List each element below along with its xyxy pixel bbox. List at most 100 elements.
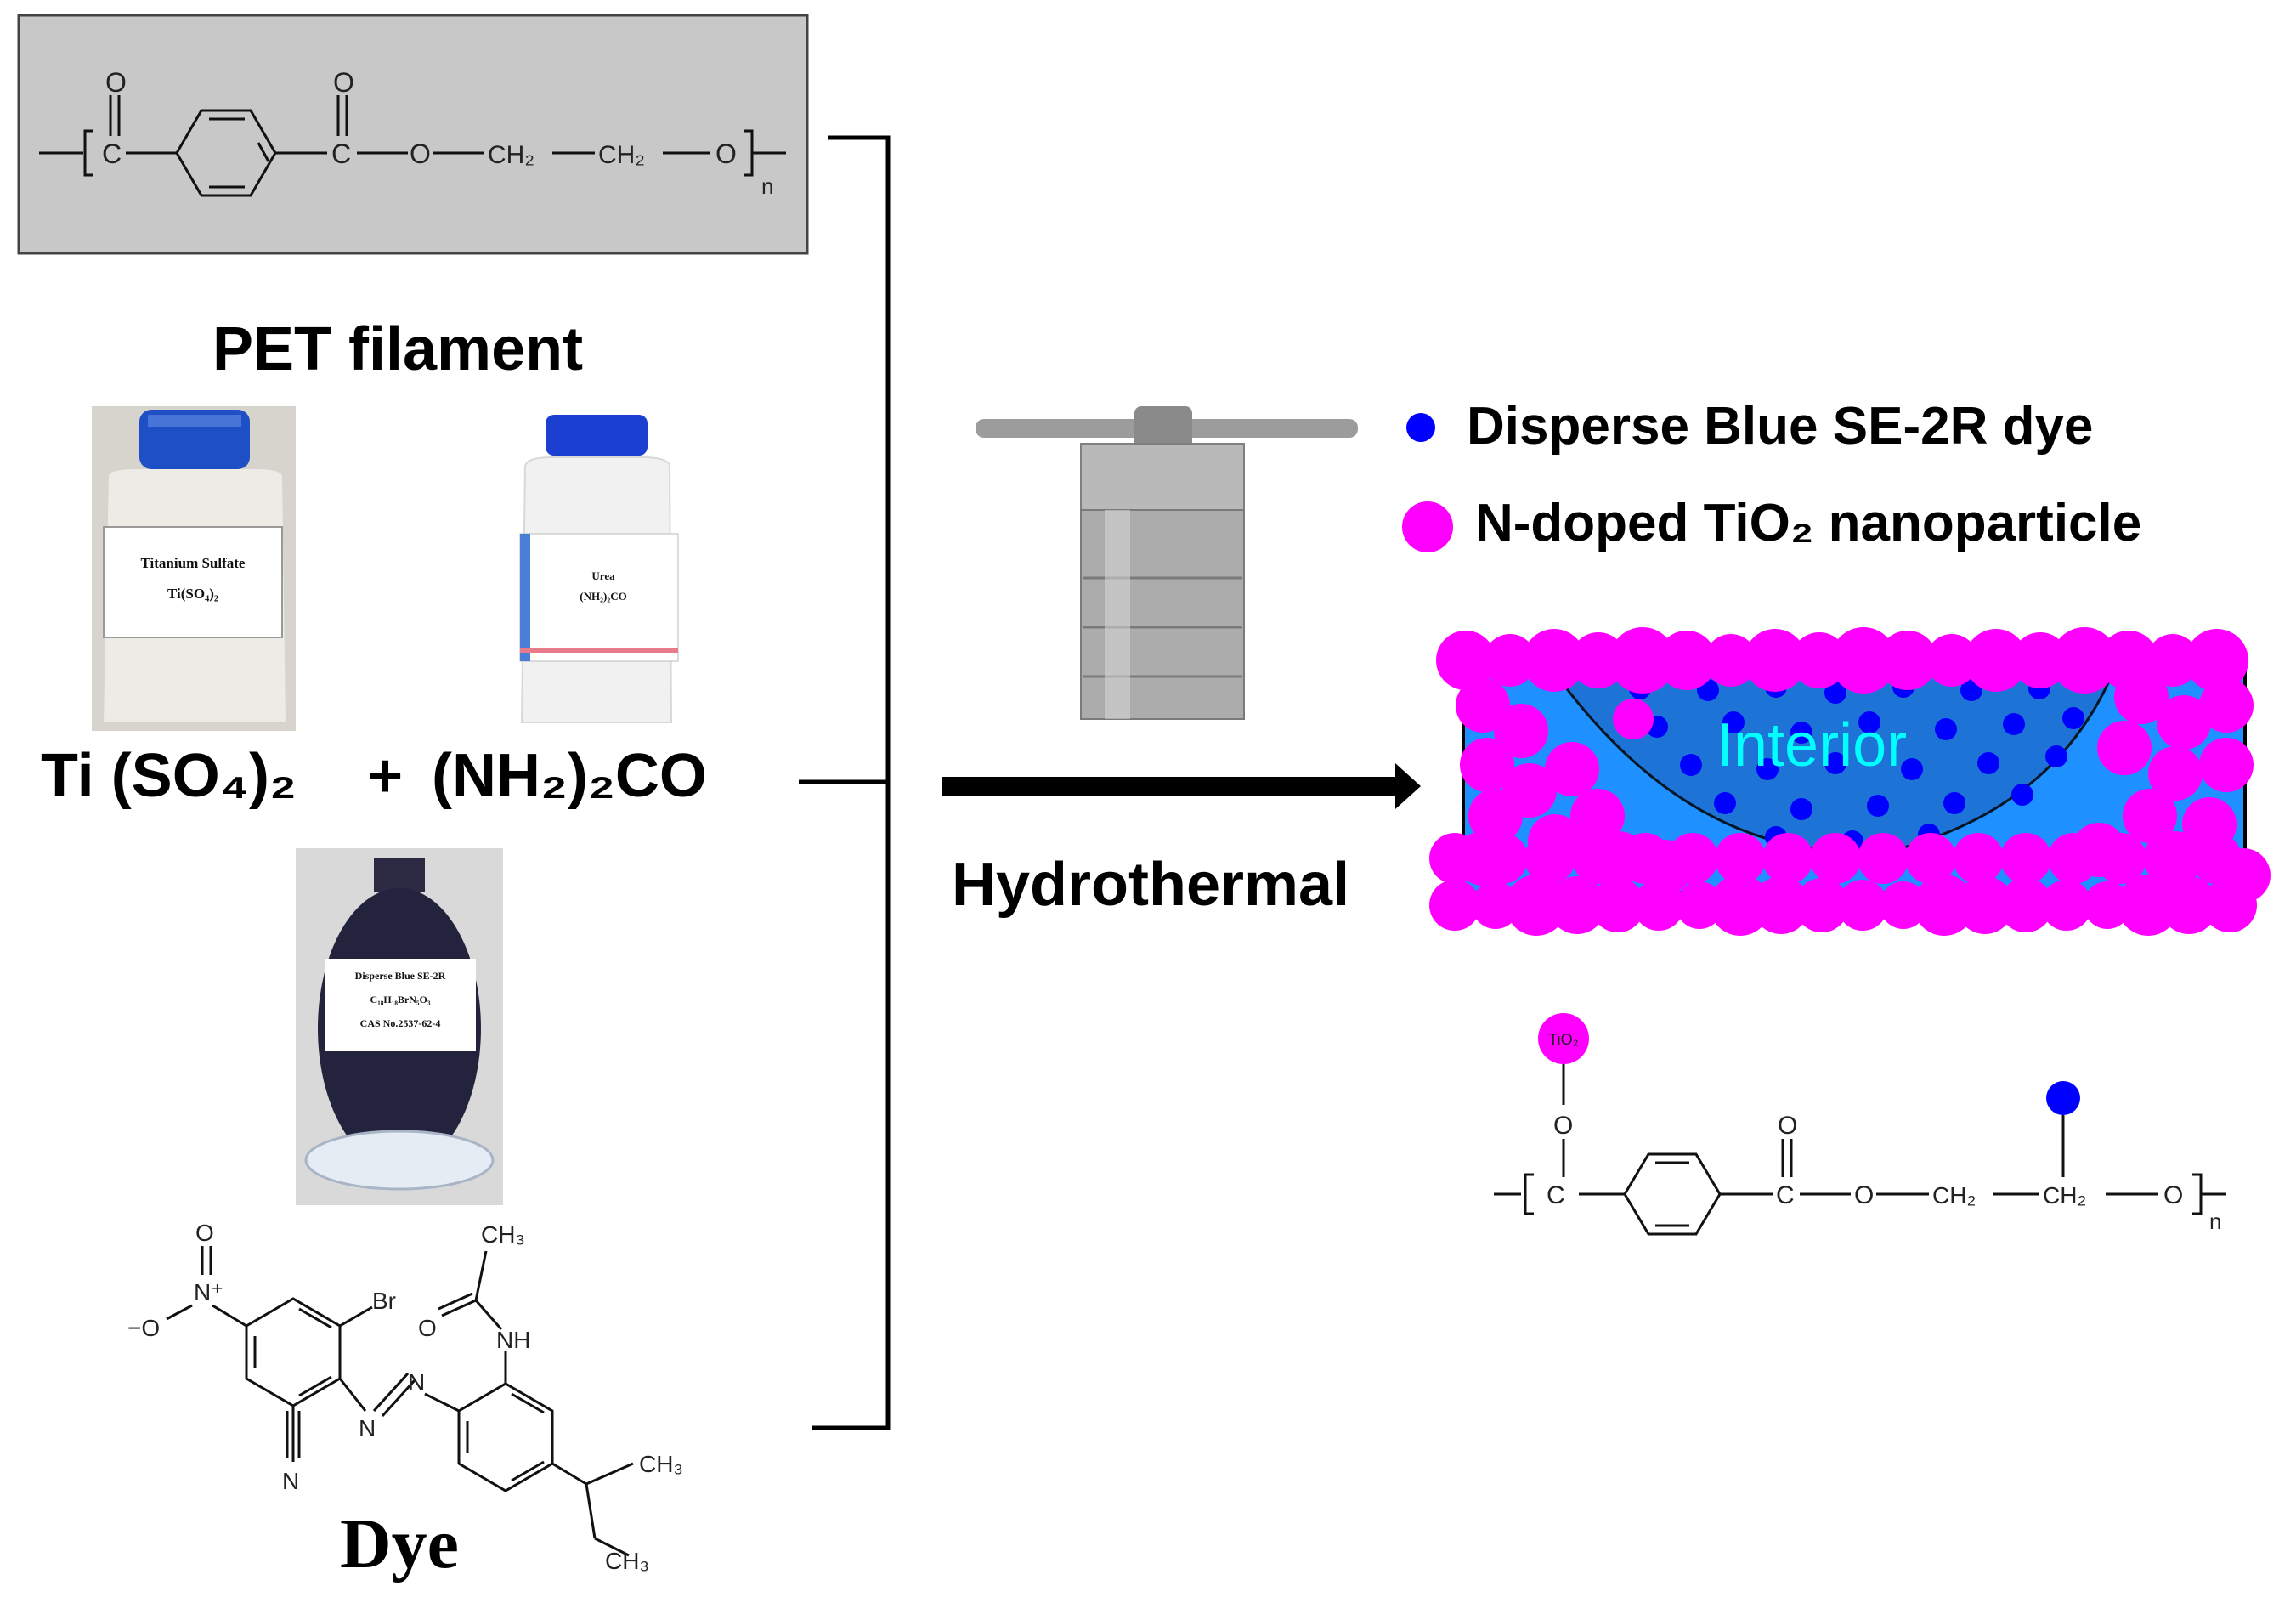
nanoparticle-dot <box>1472 881 1519 929</box>
nanoparticle-dot <box>1570 789 1625 843</box>
legend-dye-dot <box>1406 413 1435 442</box>
dye-butyl-ch3-lower: CH₃ <box>605 1548 649 1574</box>
nanoparticle-dot <box>1810 833 1861 884</box>
nanoparticle-dot <box>1914 875 1975 936</box>
reagent-bracket <box>799 135 891 1430</box>
nanoparticle-dot <box>2146 634 2199 687</box>
dye-molecule-dot <box>1790 798 1812 820</box>
dye-nitrile-nitrogen: N <box>282 1468 299 1494</box>
nanoparticle-dot <box>1548 876 1606 934</box>
pet-carbon-left: C <box>102 139 122 169</box>
product-tio2-label: TiO₂ <box>1548 1031 1578 1048</box>
nanoparticle-dot <box>1494 704 1548 758</box>
nanoparticle-dot <box>2160 876 2218 934</box>
nanoparticle-dot <box>2199 678 2254 733</box>
dye-flask-photo: Disperse Blue SE-2R C₁₈H₁₈BrN₅O₃ CAS No.… <box>296 848 503 1205</box>
product-tio2-particle <box>1538 1013 1589 1064</box>
nanoparticle-dot <box>1570 632 1626 688</box>
urea-formula: (NH₂)₂CO <box>432 742 707 810</box>
nanoparticle-dot <box>1858 833 1909 884</box>
nanoparticle-dot <box>2216 848 2271 903</box>
dye-amide-oxygen: O <box>418 1315 437 1341</box>
nanoparticle-dot <box>2012 632 2068 688</box>
dye-structure-bonds <box>166 1246 634 1557</box>
product-carbon-right: C <box>1776 1181 1795 1209</box>
product-carbonyl-oxygen: O <box>1778 1112 1797 1140</box>
legend-dye-label: Disperse Blue SE-2R dye <box>1467 397 2094 456</box>
nanoparticle-dot <box>1830 627 1897 694</box>
dye-molecule-dot <box>1714 792 1736 814</box>
autoclave-icon <box>976 406 1358 720</box>
nanoparticle-dot <box>1468 789 1523 843</box>
nanoparticle-dot <box>1523 629 1586 692</box>
nanoparticle-dot <box>1999 878 2053 932</box>
autoclave-lid <box>1080 443 1245 511</box>
nanoparticle-dot <box>1545 742 1599 796</box>
dye-azo-n2: N <box>408 1369 425 1396</box>
nanoparticle-dot <box>2148 746 2203 801</box>
nanoparticle-dot <box>2148 831 2203 886</box>
dye-bromine: Br <box>372 1288 396 1314</box>
nanoparticle-dot <box>2182 797 2237 852</box>
nanoparticle-dot <box>1791 632 1847 688</box>
pet-ch2-first: CH₂ <box>488 141 534 169</box>
dye-molecule-dot <box>1858 711 1880 733</box>
product-ester-oxygen: O <box>1854 1181 1874 1209</box>
nanoparticle-dot <box>2123 789 2177 843</box>
nanoparticle-dot <box>1436 631 1496 690</box>
nanoparticle-dot <box>2000 833 2051 884</box>
dye-molecule-dot <box>1901 758 1923 780</box>
flask-label-name: Disperse Blue SE-2R <box>355 970 446 982</box>
nanoparticle-dot <box>1744 629 1807 692</box>
nanoparticle-dot <box>1456 831 1510 886</box>
pet-carbonyl-o-left: O <box>105 67 127 98</box>
titanium-sulfate-bottle-photo: Titanium Sulfate Ti(SO₄)₂ <box>92 406 296 731</box>
pet-structure-box <box>17 14 809 255</box>
nanoparticle-dot <box>2199 738 2254 792</box>
product-dye-particle <box>2046 1081 2080 1115</box>
pet-carbon-right: C <box>331 139 351 169</box>
bottle1-label-formula: Ti(SO₄)₂ <box>167 586 218 602</box>
nanoparticle-dot <box>1506 875 1567 936</box>
dye-nitro-nitrogen: N⁺ <box>194 1279 223 1305</box>
nanoparticle-dot <box>1484 634 1536 687</box>
nanoparticle-dot <box>2084 881 2131 929</box>
nanoparticle-dot <box>1752 876 1810 934</box>
nanoparticle-dot <box>1657 631 1716 690</box>
product-terminal-oxygen: O <box>2163 1181 2183 1209</box>
dye-molecule-dot <box>1943 792 1965 814</box>
dye-molecule-dot <box>2062 707 2084 729</box>
nanoparticle-dot <box>2186 629 2248 692</box>
nanoparticle-dot <box>2157 695 2211 750</box>
fiber-interior-label: Interior <box>1716 711 1908 779</box>
product-ch2-second: CH₂ <box>2043 1182 2086 1209</box>
bottle2-label-name: Urea <box>591 569 615 582</box>
nanoparticle-dot <box>1880 881 1927 929</box>
hydrothermal-label: Hydrothermal <box>952 851 1350 919</box>
nanoparticle-dot <box>1715 833 1766 884</box>
dye-molecule-dot <box>1867 795 1889 817</box>
nanoparticle-dot <box>2114 670 2169 724</box>
dye-nitro-oxygen: O <box>195 1220 214 1246</box>
dye-molecule-dot <box>2045 745 2067 767</box>
nanoparticle-dot <box>1926 634 1978 687</box>
nanoparticle-dot <box>1591 878 1645 932</box>
dye-molecule-dot <box>1977 752 1999 774</box>
dye-butyl-ch3-upper: CH₃ <box>639 1451 683 1477</box>
nanoparticle-dot <box>1705 634 1757 687</box>
nanoparticle-dot <box>1795 878 1849 932</box>
dye-molecule-dot <box>2003 713 2025 735</box>
product-structure-bonds <box>1494 1064 2226 1236</box>
legend-nanoparticle-label: N-doped TiO₂ nanoparticle <box>1475 494 2142 552</box>
product-repeat-n: n <box>2209 1209 2221 1234</box>
nanoparticle-dot <box>1956 876 2014 934</box>
fiber-nanoparticle-dots <box>1429 627 2271 936</box>
flask-label-cas: CAS No.2537-62-4 <box>360 1017 441 1029</box>
dye-amide-nh: NH <box>496 1327 530 1353</box>
nanoparticle-dot <box>1460 738 1514 792</box>
pet-structure-panel: O C O C O CH₂ CH₂ O n <box>17 14 809 255</box>
nanoparticle-dot <box>1905 833 1956 884</box>
nanoparticle-dot <box>1429 880 1480 931</box>
pet-ch2-second: CH₂ <box>598 141 645 169</box>
fiber-cross-section <box>1429 627 2271 936</box>
